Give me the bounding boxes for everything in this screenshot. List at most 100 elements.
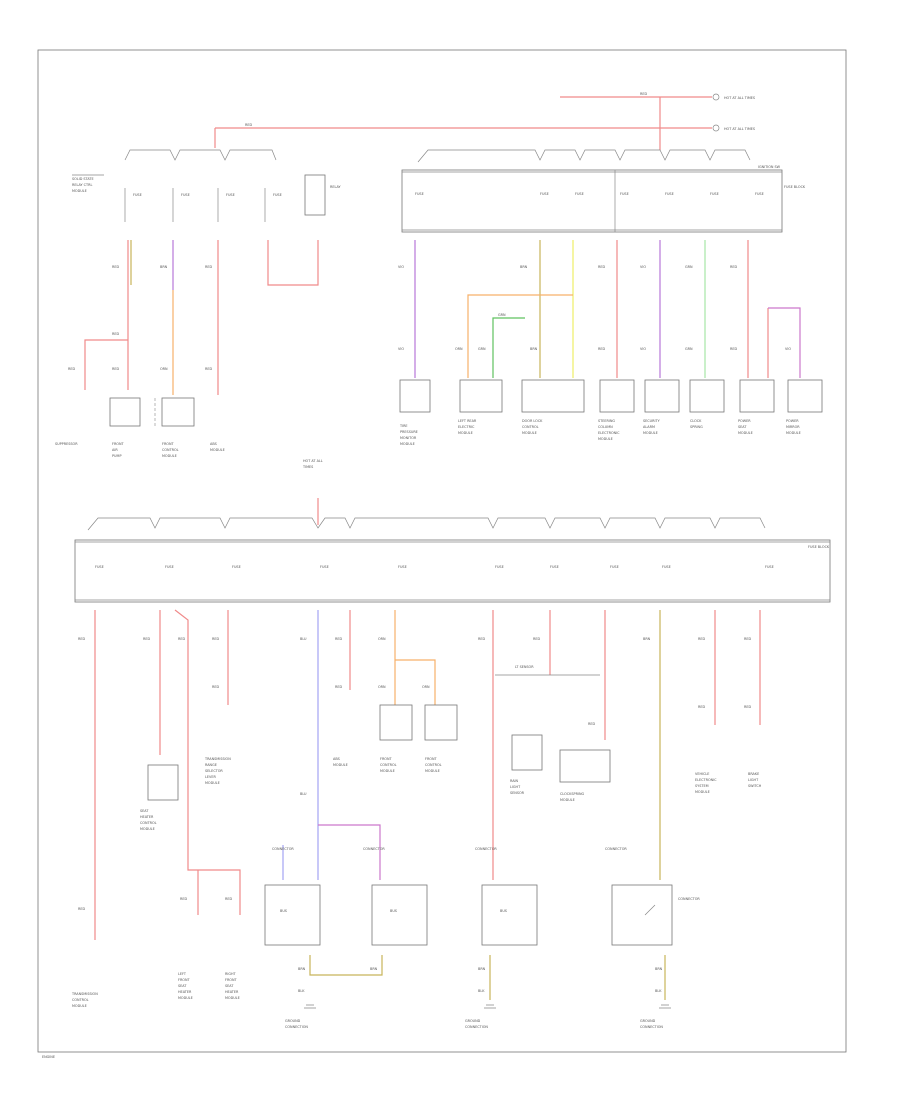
svg-text:FUSE: FUSE bbox=[165, 565, 174, 569]
svg-text:MODULE: MODULE bbox=[695, 790, 710, 794]
svg-text:CLOCKSPRING: CLOCKSPRING bbox=[560, 792, 584, 796]
feed-label-2: HOT AT ALL TIMES bbox=[724, 127, 755, 131]
svg-text:BUS: BUS bbox=[280, 909, 287, 913]
svg-text:FUSE: FUSE bbox=[95, 565, 104, 569]
svg-text:MODULE: MODULE bbox=[210, 448, 225, 452]
svg-text:CONNECTOR: CONNECTOR bbox=[272, 847, 294, 851]
svg-text:BLK: BLK bbox=[655, 989, 662, 993]
svg-text:FRONT: FRONT bbox=[162, 442, 175, 446]
svg-text:FUSE: FUSE bbox=[620, 192, 629, 196]
svg-text:RED: RED bbox=[112, 265, 119, 269]
svg-text:VIO: VIO bbox=[640, 347, 646, 351]
svg-text:FUSE: FUSE bbox=[575, 192, 584, 196]
svg-text:GROUND: GROUND bbox=[285, 1019, 301, 1023]
svg-text:BRN: BRN bbox=[643, 637, 651, 641]
svg-text:CONTROL: CONTROL bbox=[380, 763, 397, 767]
svg-text:SUPPRESSOR: SUPPRESSOR bbox=[55, 442, 78, 446]
svg-text:RED: RED bbox=[178, 637, 185, 641]
svg-text:SYSTEM: SYSTEM bbox=[695, 784, 709, 788]
svg-text:RED: RED bbox=[598, 265, 605, 269]
svg-text:SPRING: SPRING bbox=[690, 425, 703, 429]
svg-text:FUSE: FUSE bbox=[320, 565, 329, 569]
svg-text:FUSE: FUSE bbox=[398, 565, 407, 569]
svg-text:RED: RED bbox=[212, 637, 219, 641]
svg-text:CONNECTION: CONNECTION bbox=[285, 1025, 308, 1029]
svg-text:AIR: AIR bbox=[112, 448, 118, 452]
svg-text:HEATER: HEATER bbox=[140, 815, 154, 819]
svg-text:MIRROR: MIRROR bbox=[786, 425, 800, 429]
svg-text:ELECTRONIC: ELECTRONIC bbox=[695, 778, 717, 782]
svg-text:SELECTOR: SELECTOR bbox=[205, 769, 223, 773]
svg-text:PUMP: PUMP bbox=[112, 454, 122, 458]
svg-text:FUSE: FUSE bbox=[610, 565, 619, 569]
svg-text:HEATER: HEATER bbox=[178, 990, 192, 994]
svg-text:MODULE: MODULE bbox=[738, 431, 753, 435]
svg-text:FUSE: FUSE bbox=[232, 565, 241, 569]
svg-text:MODULE: MODULE bbox=[178, 996, 193, 1000]
svg-text:FRONT: FRONT bbox=[178, 978, 191, 982]
svg-text:MODULE: MODULE bbox=[333, 763, 348, 767]
svg-text:RED: RED bbox=[730, 347, 737, 351]
svg-text:FUSE: FUSE bbox=[710, 192, 719, 196]
svg-text:CONTROL: CONTROL bbox=[425, 763, 442, 767]
svg-text:POWER: POWER bbox=[786, 419, 799, 423]
svg-text:RED: RED bbox=[730, 265, 737, 269]
svg-text:CONNECTION: CONNECTION bbox=[640, 1025, 663, 1029]
wire-label-blk-1: BLK bbox=[298, 989, 305, 993]
svg-text:FRONT: FRONT bbox=[112, 442, 125, 446]
top-right-fuse-block: IGNITION SW FUSE BLOCK FUSE FUSE FUSE FU… bbox=[398, 149, 823, 446]
fuse-block-label-bottom: FUSE BLOCK bbox=[808, 545, 830, 549]
svg-text:RANGE: RANGE bbox=[205, 763, 217, 767]
svg-text:FUSE: FUSE bbox=[755, 192, 764, 196]
svg-text:FUSE: FUSE bbox=[273, 193, 282, 197]
svg-text:MODULE: MODULE bbox=[425, 769, 440, 773]
svg-text:ELECTRIC: ELECTRIC bbox=[458, 425, 475, 429]
bottom-components: SEAT HEATER CONTROL MODULE TRANSMISSION … bbox=[71, 674, 762, 1029]
svg-text:MODULE: MODULE bbox=[162, 454, 177, 458]
svg-text:CONNECTOR: CONNECTOR bbox=[363, 847, 385, 851]
svg-text:VIO: VIO bbox=[640, 265, 646, 269]
svg-text:RED: RED bbox=[112, 367, 119, 371]
svg-text:LEFT REAR: LEFT REAR bbox=[458, 419, 477, 423]
svg-text:FUSE: FUSE bbox=[665, 192, 674, 196]
svg-text:FUSE: FUSE bbox=[415, 192, 424, 196]
svg-text:CONNECTION: CONNECTION bbox=[465, 1025, 488, 1029]
svg-text:ABS: ABS bbox=[210, 442, 217, 446]
svg-text:FUSE: FUSE bbox=[765, 565, 774, 569]
svg-text:RELAY CTRL: RELAY CTRL bbox=[72, 183, 92, 187]
svg-text:MODULE: MODULE bbox=[225, 996, 240, 1000]
svg-text:RED: RED bbox=[698, 705, 705, 709]
svg-text:MODULE: MODULE bbox=[643, 431, 658, 435]
svg-text:HEATER: HEATER bbox=[225, 990, 239, 994]
svg-text:MODULE: MODULE bbox=[458, 431, 473, 435]
svg-text:BUS: BUS bbox=[500, 909, 507, 913]
svg-text:MODULE: MODULE bbox=[380, 769, 395, 773]
svg-text:SEAT: SEAT bbox=[738, 425, 747, 429]
svg-text:VEHICLE: VEHICLE bbox=[695, 772, 709, 776]
svg-text:MODULE: MODULE bbox=[72, 189, 87, 193]
svg-text:GRN: GRN bbox=[685, 347, 693, 351]
feed-label-1: HOT AT ALL TIMES bbox=[724, 96, 755, 100]
svg-text:FUSE: FUSE bbox=[550, 565, 559, 569]
svg-text:DOOR LOCK: DOOR LOCK bbox=[522, 419, 543, 423]
svg-text:SEAT: SEAT bbox=[225, 984, 234, 988]
svg-text:SOLID STATE: SOLID STATE bbox=[72, 177, 94, 181]
svg-text:HOT AT ALL: HOT AT ALL bbox=[303, 459, 323, 463]
svg-text:LT SENSOR: LT SENSOR bbox=[515, 665, 534, 669]
svg-text:RED: RED bbox=[744, 637, 751, 641]
svg-text:RED: RED bbox=[533, 637, 540, 641]
svg-text:MODULE: MODULE bbox=[522, 431, 537, 435]
svg-text:LIGHT: LIGHT bbox=[510, 785, 521, 789]
middle-fuse-block: HOT AT ALL TIMES FUSE BLOCK FUSE FUSE FU… bbox=[74, 459, 831, 603]
svg-text:FUSE: FUSE bbox=[540, 192, 549, 196]
svg-text:VIO: VIO bbox=[398, 265, 404, 269]
svg-text:BUS: BUS bbox=[390, 909, 397, 913]
svg-text:RIGHT: RIGHT bbox=[225, 972, 237, 976]
svg-text:RED: RED bbox=[180, 897, 187, 901]
svg-text:VIO: VIO bbox=[398, 347, 404, 351]
svg-text:CLOCK: CLOCK bbox=[690, 419, 702, 423]
svg-text:MODULE: MODULE bbox=[72, 1004, 87, 1008]
svg-text:TRANSMISSION: TRANSMISSION bbox=[71, 992, 98, 996]
svg-text:LIGHT: LIGHT bbox=[748, 778, 759, 782]
